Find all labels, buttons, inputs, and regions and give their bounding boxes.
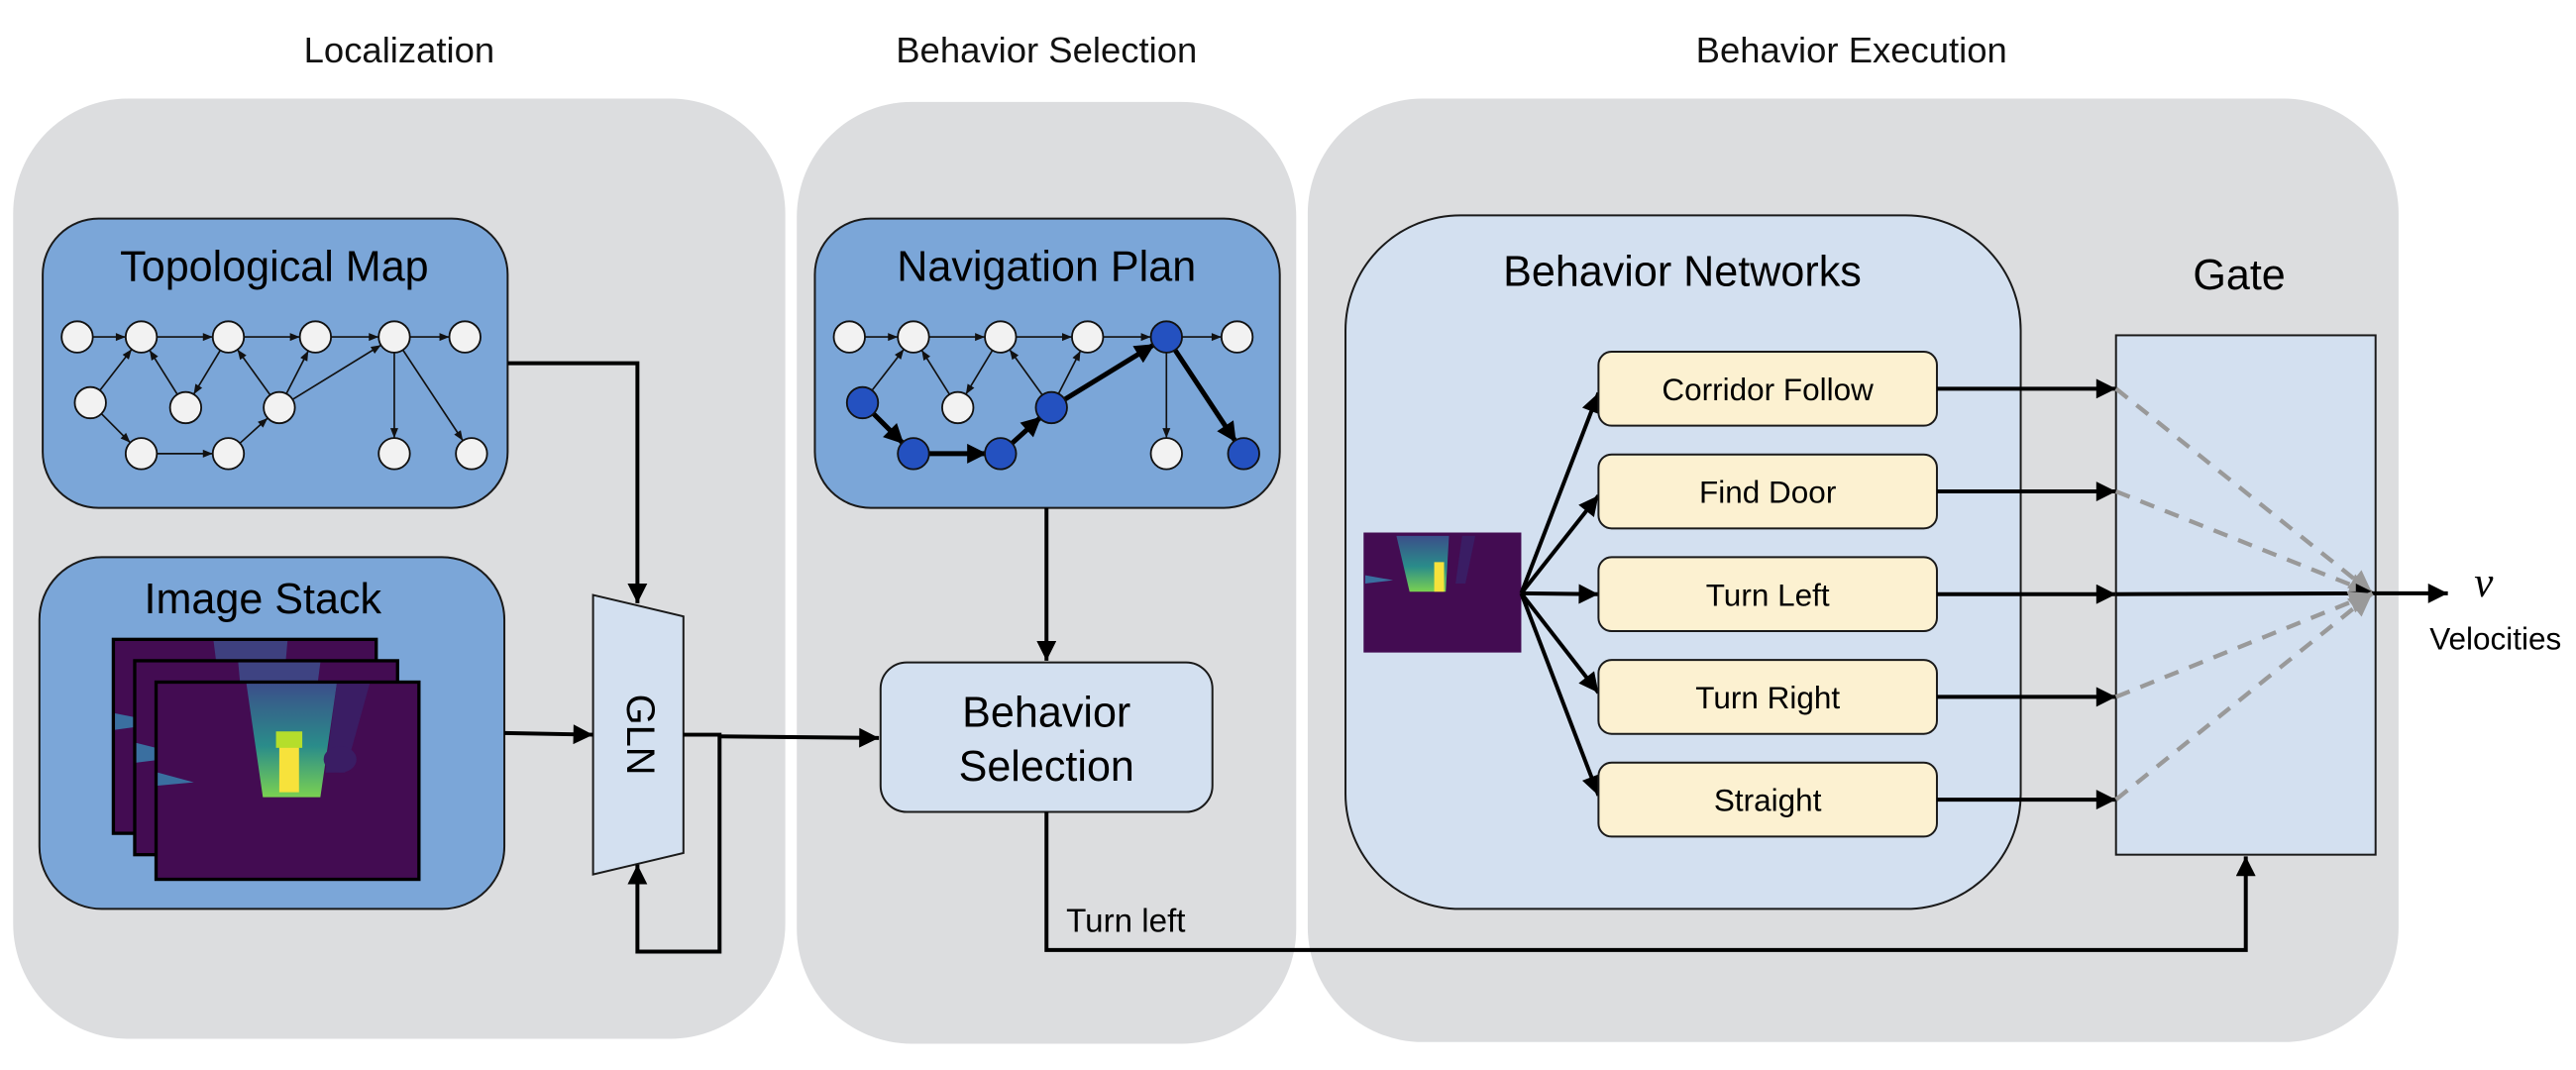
observation-image xyxy=(1363,532,1522,653)
graph-node xyxy=(263,390,296,425)
gate-title: Gate xyxy=(2193,252,2285,299)
arrow-input-to-behavior xyxy=(1519,591,1600,695)
graph-node xyxy=(60,320,94,354)
graph-node xyxy=(984,320,1018,354)
behavior-networks-title: Behavior Networks xyxy=(1503,249,1862,296)
graph-edge-path xyxy=(1172,348,1237,443)
depth-frame xyxy=(154,680,421,882)
arrow-gln-feedback xyxy=(627,732,722,954)
graph-node-path xyxy=(1149,320,1183,354)
behavior-network: Turn Right xyxy=(1597,659,1938,735)
gate-active-route xyxy=(2115,584,2376,603)
gln-label: GLN xyxy=(618,695,662,776)
gate-inactive-route xyxy=(2114,591,2374,802)
graph-edge xyxy=(239,417,268,444)
graph-edge-path xyxy=(871,411,905,445)
graph-edge xyxy=(871,349,905,391)
graph-edge xyxy=(401,349,464,442)
graph-edge xyxy=(920,349,951,395)
section-title-behavior-execution: Behavior Execution xyxy=(1696,30,2007,70)
graph-node xyxy=(168,390,203,425)
gate-inactive-route xyxy=(2114,386,2374,595)
gate-routing xyxy=(2114,386,2376,802)
navigation-plan-title: Navigation Plan xyxy=(897,244,1196,291)
behavior-network: Turn Left xyxy=(1597,556,1938,633)
velocities-label: Velocities xyxy=(2429,620,2561,656)
graph-node xyxy=(1149,437,1183,471)
graph-node xyxy=(298,320,333,354)
section-title-behavior-selection: Behavior Selection xyxy=(896,30,1197,70)
navigation-plan-graph xyxy=(832,320,1260,471)
graph-node xyxy=(73,385,107,420)
arrow-input-to-behavior xyxy=(1521,584,1599,604)
behavior-network: Find Door xyxy=(1597,453,1938,530)
arrow-images-to-gln xyxy=(504,724,593,745)
graph-node xyxy=(377,320,411,354)
behavior-label: Turn Left xyxy=(1706,577,1830,612)
graph-node-path xyxy=(1034,390,1068,425)
behavior-label: Straight xyxy=(1714,783,1822,818)
graph-edge xyxy=(99,349,133,391)
image-stack-frames xyxy=(111,637,421,882)
graph-node xyxy=(1071,320,1105,354)
graph-node xyxy=(377,437,411,471)
behavior-network: Corridor Follow xyxy=(1597,351,1938,427)
graph-edge xyxy=(149,349,178,395)
graph-node xyxy=(124,320,159,354)
graph-node xyxy=(211,320,246,354)
graph-node xyxy=(941,390,975,425)
graph-node-path xyxy=(897,437,930,471)
graph-edge xyxy=(1057,350,1082,394)
graph-node xyxy=(124,437,159,471)
graph-node-path xyxy=(1227,437,1260,471)
gate-inactive-route xyxy=(2114,590,2374,699)
graph-node xyxy=(1220,320,1254,354)
graph-edge xyxy=(285,350,309,394)
graph-edge xyxy=(965,350,994,395)
graph-edge xyxy=(100,413,132,444)
velocity-symbol: v xyxy=(2474,560,2494,606)
graph-node-path xyxy=(984,437,1018,471)
behavior-selection-line1: Behavior xyxy=(962,689,1130,736)
behavior-label: Find Door xyxy=(1699,475,1836,510)
topological-map-graph xyxy=(60,320,488,471)
graph-edge-path xyxy=(1063,343,1155,402)
gln-module xyxy=(591,593,685,876)
section-title-localization: Localization xyxy=(304,30,495,70)
behavior-label: Corridor Follow xyxy=(1662,372,1874,407)
image-stack-title: Image Stack xyxy=(145,576,382,623)
graph-node xyxy=(448,320,482,354)
arrow-gln-to-selection xyxy=(719,727,880,748)
graph-edge xyxy=(291,344,381,400)
graph-edge xyxy=(237,349,271,396)
graph-node xyxy=(897,320,930,354)
selected-behavior-label: Turn left xyxy=(1066,904,1185,940)
graph-node xyxy=(832,320,866,354)
graph-node-path xyxy=(845,385,880,420)
arrow-input-to-behavior xyxy=(1519,391,1601,594)
arrow-map-to-gln xyxy=(507,361,648,603)
gate-inactive-route xyxy=(2114,489,2374,596)
graph-edge xyxy=(192,350,222,395)
behavior-selection-line2: Selection xyxy=(959,743,1134,791)
arrow-selection-to-gate xyxy=(1044,811,2256,952)
arrow-input-to-behavior xyxy=(1519,493,1600,595)
arrow-input-to-behavior xyxy=(1519,592,1601,797)
topological-map-title: Topological Map xyxy=(120,244,428,291)
behavior-label: Turn Right xyxy=(1695,680,1840,715)
graph-node xyxy=(211,437,246,471)
behavior-network: Straight xyxy=(1597,761,1938,838)
graph-edge-path xyxy=(1010,416,1042,446)
graph-node xyxy=(455,437,488,471)
graph-edge xyxy=(1009,349,1043,396)
